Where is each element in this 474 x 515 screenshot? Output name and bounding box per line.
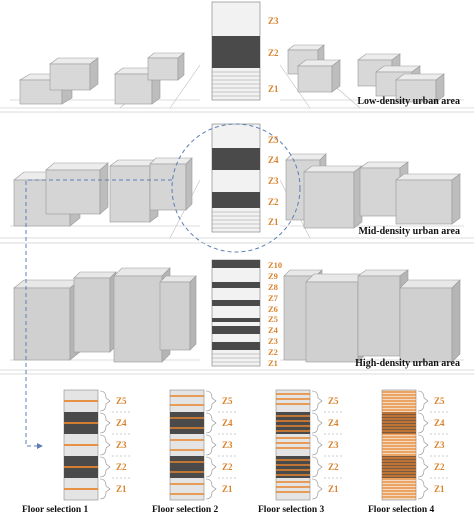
buildings-right <box>287 44 445 103</box>
zone-label: Z5 <box>328 396 339 406</box>
panel-label: High-density urban area <box>355 358 460 369</box>
zone-label: Z2 <box>268 48 279 58</box>
zone-label: Z1 <box>268 84 279 94</box>
focus-circle <box>171 123 301 253</box>
zone-label: Z5 <box>268 135 279 145</box>
zone-label: Z2 <box>268 197 279 207</box>
zone-brace <box>311 390 323 412</box>
zone-label: Z2 <box>328 462 339 472</box>
panel-label: Low-density urban area <box>357 96 460 107</box>
panel-low-density: Z3 Z2 Z1 Low-density urban area <box>0 1 474 109</box>
zone-label: Z5 <box>434 396 445 406</box>
zone-brace <box>99 434 111 456</box>
zone-brace <box>205 456 217 478</box>
zone-label: Z4 <box>268 155 279 165</box>
buildings-left <box>18 52 185 105</box>
zone-brace <box>311 412 323 434</box>
zone-brace <box>311 434 323 456</box>
buildings-left <box>13 157 193 227</box>
panel-mid-density: Z5 Z4 Z3 Z2 Z1 Mid-density urban area <box>0 123 474 253</box>
zone-label: Z2 <box>222 462 233 472</box>
floor-selection-caption: Floor selection 4 <box>368 505 435 515</box>
connector-arrow <box>25 179 172 449</box>
floor-selection-caption: Floor selection 2 <box>152 505 219 515</box>
floor-selection-1 <box>63 389 99 501</box>
zone-label: Z10 <box>268 260 282 270</box>
zone-label: Z1 <box>434 484 445 494</box>
floor-selection-3 <box>275 389 311 501</box>
zone-label: Z1 <box>268 358 278 368</box>
buildings-right <box>285 153 461 229</box>
zone-brace <box>205 478 217 500</box>
zone-brace <box>99 390 111 412</box>
zone-label: Z5 <box>268 314 278 324</box>
central-tower-high <box>211 259 261 367</box>
zone-label: Z5 <box>222 396 233 406</box>
zone-label: Z2 <box>268 347 278 357</box>
buildings-left <box>13 267 197 363</box>
zone-label: Z3 <box>328 440 339 450</box>
zone-label: Z8 <box>268 282 278 292</box>
zone-label: Z1 <box>222 484 233 494</box>
zone-brace <box>417 390 429 412</box>
zone-label: Z4 <box>328 418 339 428</box>
fs3-zone-labels: Z5 Z4 Z3 Z2 Z1 <box>328 396 339 494</box>
zone-label: Z3 <box>268 336 278 346</box>
zone-brace <box>99 478 111 500</box>
zone-brace <box>205 412 217 434</box>
zone-label: Z9 <box>268 271 278 281</box>
fs1-zone-labels: Z5 Z4 Z3 Z2 Z1 <box>116 396 127 494</box>
zone-brace <box>417 434 429 456</box>
zone-label: Z3 <box>222 440 233 450</box>
zone-label: Z6 <box>268 304 278 314</box>
floor-selection-2 <box>169 389 205 501</box>
central-tower-low <box>211 1 261 101</box>
zone-label: Z3 <box>268 176 279 186</box>
zone-brace <box>311 456 323 478</box>
zone-label: Z3 <box>268 16 279 26</box>
zone-brace <box>417 478 429 500</box>
zone-label: Z3 <box>434 440 445 450</box>
zone-label: Z1 <box>268 217 279 227</box>
panel-high-density: Z10 Z9 Z8 Z7 Z6 Z5 Z4 Z3 Z2 Z1 High-dens… <box>0 259 474 371</box>
fs4-zone-labels: Z5 Z4 Z3 Z2 Z1 <box>434 396 445 494</box>
zone-label: Z1 <box>116 484 127 494</box>
zone-label: Z4 <box>222 418 233 428</box>
central-tower-mid <box>211 123 261 233</box>
zone-label: Z3 <box>116 440 127 450</box>
zone-label: Z7 <box>268 293 279 303</box>
zone-brace <box>205 434 217 456</box>
floor-selection-4 <box>381 389 417 501</box>
fs2-zone-labels: Z5 Z4 Z3 Z2 Z1 <box>222 396 233 494</box>
zone-brace <box>417 412 429 434</box>
zone-brace <box>417 456 429 478</box>
floor-selection-caption: Floor selection 3 <box>258 505 325 515</box>
buildings-right <box>283 269 461 363</box>
zone-brace <box>205 390 217 412</box>
panel-label: Mid-density urban area <box>359 226 461 237</box>
zone-label: Z4 <box>116 418 127 428</box>
zone-label: Z2 <box>434 462 445 472</box>
zone-brace <box>311 478 323 500</box>
zone-label: Z4 <box>268 325 279 335</box>
zone-label: Z1 <box>328 484 339 494</box>
zone-label: Z5 <box>116 396 127 406</box>
zone-label: Z4 <box>434 418 445 428</box>
zone-brace <box>99 412 111 434</box>
floor-selection-caption: Floor selection 1 <box>22 505 89 515</box>
zone-label: Z2 <box>116 462 127 472</box>
floor-selection-braces <box>99 390 450 500</box>
zone-brace <box>99 456 111 478</box>
dense-floor-lines <box>382 391 416 498</box>
